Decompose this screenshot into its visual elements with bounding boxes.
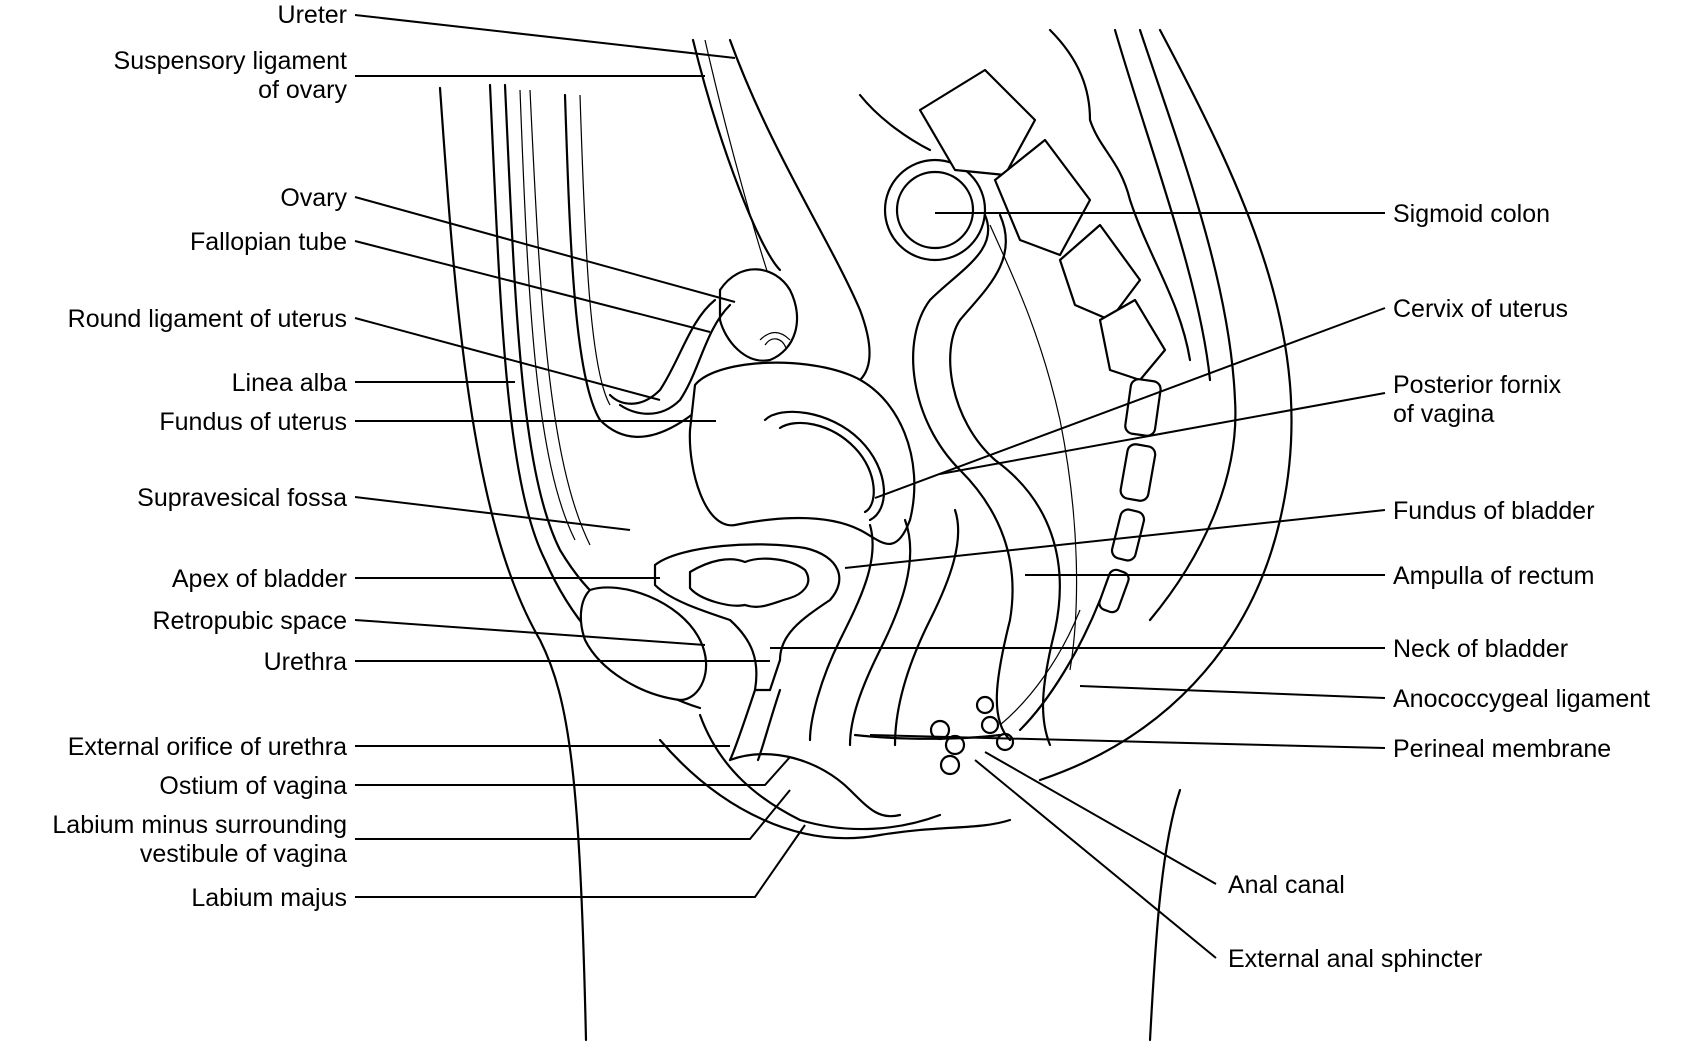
label-external-orifice-urethra: External orifice of urethra: [68, 733, 347, 761]
label-urethra: Urethra: [264, 648, 347, 676]
label-ostium-vagina: Ostium of vagina: [159, 772, 347, 800]
abdominal-layer-thin: [530, 90, 590, 545]
sphincter-circle-3: [941, 756, 959, 774]
anococcygeal-ligament-line: [1020, 600, 1100, 730]
label-posterior-fornix-line1: Posterior fornix: [1393, 371, 1562, 399]
sigmoid-colon-outer: [885, 160, 985, 260]
label-ureter: Ureter: [278, 1, 347, 29]
rectum-thin-line: [990, 225, 1077, 670]
coccygeal-vertebra-3: [1110, 508, 1145, 562]
coccygeal-vertebra-1: [1124, 378, 1161, 437]
label-fundus-uterus: Fundus of uterus: [159, 408, 347, 436]
label-ampulla-rectum: Ampulla of rectum: [1393, 562, 1594, 590]
buttock-outline: [1040, 30, 1292, 780]
coccygeal-vertebra-2: [1119, 443, 1156, 502]
suspensory-ligament-outline: [693, 40, 780, 270]
uterus-body: [690, 363, 914, 544]
label-labium-majus: Labium majus: [191, 884, 347, 912]
label-retropubic-space: Retropubic space: [152, 607, 347, 635]
label-neck-bladder: Neck of bladder: [1393, 635, 1568, 663]
peritoneum-thin: [580, 95, 610, 405]
urethra-line-1: [730, 690, 755, 760]
labium-majus-outline: [700, 715, 940, 829]
label-labium-minus-line2: vestibule of vagina: [140, 840, 347, 868]
label-ovary: Ovary: [280, 184, 347, 212]
label-posterior-fornix-line2: of vagina: [1393, 400, 1495, 428]
label-suspensory-ligament-line1: Suspensory ligament: [114, 47, 348, 75]
anatomy-drawing: [440, 30, 1292, 1040]
label-group-right: Sigmoid colon Cervix of uterus Posterior…: [1228, 200, 1650, 973]
label-cervix-uterus: Cervix of uterus: [1393, 295, 1568, 323]
sphincter-circle-5: [982, 717, 998, 733]
label-linea-alba: Linea alba: [232, 369, 347, 397]
rectovaginal-septum: [895, 510, 958, 745]
leader-fallopian-tube: [355, 241, 710, 332]
label-round-ligament: Round ligament of uterus: [68, 305, 347, 333]
leader-fundus-bladder: [845, 510, 1385, 568]
label-fundus-bladder: Fundus of bladder: [1393, 497, 1595, 525]
leader-anococcygeal-ligament: [1080, 686, 1385, 698]
label-suspensory-ligament-line2: of ovary: [258, 76, 347, 104]
label-external-anal-sphincter: External anal sphincter: [1228, 945, 1482, 973]
label-anal-canal: Anal canal: [1228, 871, 1345, 899]
label-fallopian-tube: Fallopian tube: [190, 228, 347, 256]
sphincter-circle-4: [977, 697, 993, 713]
vagina-posterior-wall: [850, 520, 910, 745]
urethra-line-2: [758, 690, 780, 760]
label-anococcygeal-ligament: Anococcygeal ligament: [1393, 685, 1650, 713]
label-sigmoid-colon: Sigmoid colon: [1393, 200, 1550, 228]
label-perineal-membrane: Perineal membrane: [1393, 735, 1611, 763]
label-supravesical-fossa: Supravesical fossa: [137, 484, 347, 512]
label-apex-bladder: Apex of bladder: [172, 565, 347, 593]
label-labium-minus-line1: Labium minus surrounding: [52, 811, 347, 839]
sphincter-circle-6: [997, 734, 1013, 750]
rectum-posterior-wall: [950, 215, 1060, 745]
leader-ureter: [355, 15, 735, 58]
label-group-left: Ureter Suspensory ligament of ovary Ovar…: [52, 1, 347, 912]
mesentery-line: [860, 95, 930, 150]
leader-supravesical-fossa: [355, 497, 630, 530]
leader-posterior-fornix: [940, 393, 1385, 474]
leader-ovary: [355, 197, 735, 302]
suspensory-ligament-fibers: [705, 40, 770, 280]
